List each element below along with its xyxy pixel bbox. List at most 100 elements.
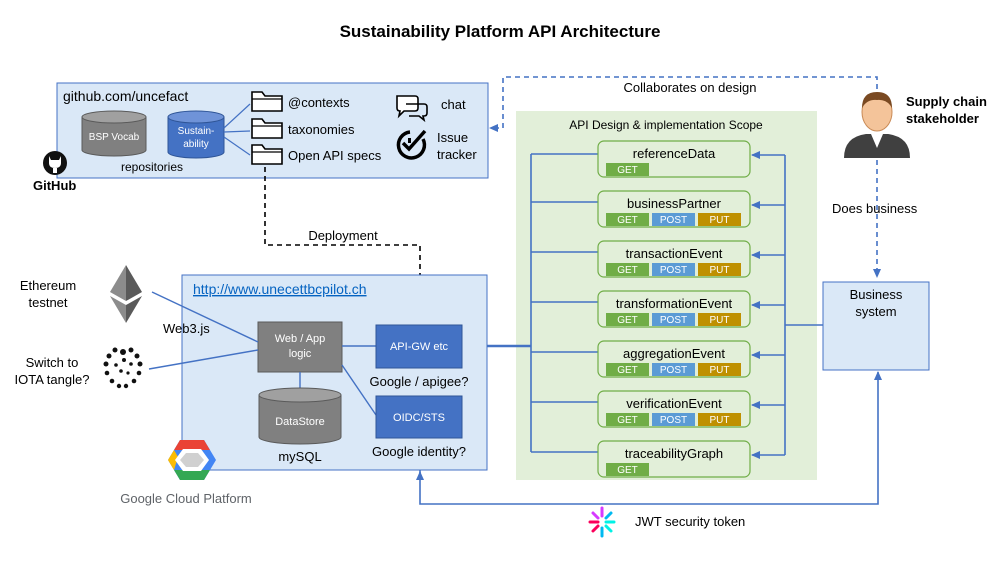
method-put-badge[interactable] — [698, 213, 741, 226]
method-post-badge[interactable] — [652, 263, 695, 276]
api-right-bus — [751, 151, 823, 459]
sustainability-label-2: ability — [183, 139, 209, 150]
apigw-caption: Google / apigee? — [369, 374, 468, 389]
oidc-caption: Google identity? — [372, 444, 466, 459]
pilot-url-link[interactable]: http://www.unecettbcpilot.ch — [193, 281, 367, 297]
method-get-badge[interactable] — [606, 363, 649, 376]
method-get-badge[interactable] — [606, 213, 649, 226]
business-system-label-2: system — [855, 304, 896, 319]
web-app-logic-box[interactable] — [257, 321, 343, 373]
iota-label-2: IOTA tangle? — [15, 372, 90, 387]
mysql-label: mySQL — [278, 449, 321, 464]
apigw-box[interactable] — [375, 324, 463, 369]
method-post-label: POST — [660, 315, 687, 326]
folder-icon — [251, 91, 283, 112]
method-post-badge[interactable] — [652, 363, 695, 376]
web-app-label-1: Web / App — [275, 333, 326, 345]
bsp-vocab-label: BSP Vocab — [89, 132, 140, 143]
does-business-label: Does business — [832, 201, 918, 216]
oidc-label: OIDC/STS — [393, 412, 445, 424]
method-get-badge[interactable] — [606, 163, 649, 176]
stakeholder-label-1: Supply chain — [906, 94, 987, 109]
method-get-label: GET — [617, 165, 638, 176]
method-get-label: GET — [617, 415, 638, 426]
method-post-badge[interactable] — [652, 413, 695, 426]
method-get-badge[interactable] — [606, 413, 649, 426]
method-post-badge[interactable] — [652, 213, 695, 226]
sustainability-repo-icon — [167, 110, 225, 159]
business-system-label-1: Business — [850, 287, 903, 302]
method-put-badge[interactable] — [698, 363, 741, 376]
web3-label: Web3.js — [163, 321, 210, 336]
chat-label[interactable]: chat — [441, 97, 466, 112]
issue-label-1[interactable]: Issue — [437, 130, 468, 145]
method-get-label: GET — [617, 315, 638, 326]
endpoint-name: referenceData — [633, 146, 716, 161]
method-put-label: PUT — [710, 215, 730, 226]
collaborates-arrow — [489, 76, 878, 132]
github-url-label[interactable]: github.com/uncefact — [63, 88, 188, 104]
business-system-box[interactable] — [822, 281, 930, 371]
folder-contexts-label[interactable]: @contexts — [288, 95, 350, 110]
repo-to-taxonomies-line — [223, 130, 251, 133]
method-put-label: PUT — [710, 415, 730, 426]
iota-label-1: Switch to — [26, 355, 79, 370]
chat-icon — [396, 95, 428, 123]
method-get-badge[interactable] — [606, 263, 649, 276]
repo-to-openapi-line — [223, 136, 251, 156]
method-post-label: POST — [660, 215, 687, 226]
folder-icon — [251, 144, 283, 165]
diagram-title: Sustainability Platform API Architecture — [340, 22, 661, 41]
oidc-box[interactable] — [375, 395, 463, 439]
method-post-label: POST — [660, 365, 687, 376]
sustainability-label-1: Sustain- — [178, 126, 215, 137]
method-put-label: PUT — [710, 365, 730, 376]
endpoint-name: businessPartner — [627, 196, 722, 211]
repo-to-contexts-line — [223, 103, 251, 129]
datastore-label: DataStore — [275, 416, 325, 428]
issue-tracker-icon — [396, 129, 427, 160]
ethereum-label-1: Ethereum — [20, 278, 76, 293]
method-put-label: PUT — [710, 315, 730, 326]
api-scope-title: API Design & implementation Scope — [569, 118, 763, 132]
repositories-label: repositories — [121, 160, 183, 174]
ethereum-label-2: testnet — [28, 295, 67, 310]
endpoint-name: verificationEvent — [626, 396, 722, 411]
issue-label-2[interactable]: tracker — [437, 147, 477, 162]
endpoint-name: transactionEvent — [626, 246, 723, 261]
gcp-label: Google Cloud Platform — [120, 491, 252, 506]
method-put-badge[interactable] — [698, 263, 741, 276]
folder-openapi-label[interactable]: Open API specs — [288, 148, 382, 163]
jwt-bidirectional-line — [419, 371, 882, 505]
stakeholder-label-2: stakeholder — [906, 111, 979, 126]
method-put-badge[interactable] — [698, 413, 741, 426]
github-logo-text: GitHub — [33, 178, 76, 193]
method-get-badge[interactable] — [606, 313, 649, 326]
person-icon — [844, 92, 910, 158]
method-post-badge[interactable] — [652, 313, 695, 326]
method-post-label: POST — [660, 415, 687, 426]
method-put-badge[interactable] — [698, 313, 741, 326]
collaborates-label: Collaborates on design — [624, 80, 757, 95]
jwt-label: JWT security token — [635, 514, 745, 529]
method-get-label: GET — [617, 215, 638, 226]
folder-icon — [251, 118, 283, 139]
endpoint-name: aggregationEvent — [623, 346, 725, 361]
method-get-label: GET — [617, 465, 638, 476]
apigw-label: API-GW etc — [390, 341, 449, 353]
folder-taxonomies-label[interactable]: taxonomies — [288, 122, 355, 137]
google-cloud-logo-icon — [168, 440, 216, 480]
datastore-icon[interactable] — [258, 387, 342, 445]
method-get-badge[interactable] — [606, 463, 649, 476]
iota-to-webapp-line — [148, 349, 259, 370]
ethereum-to-webapp-line — [151, 291, 259, 343]
